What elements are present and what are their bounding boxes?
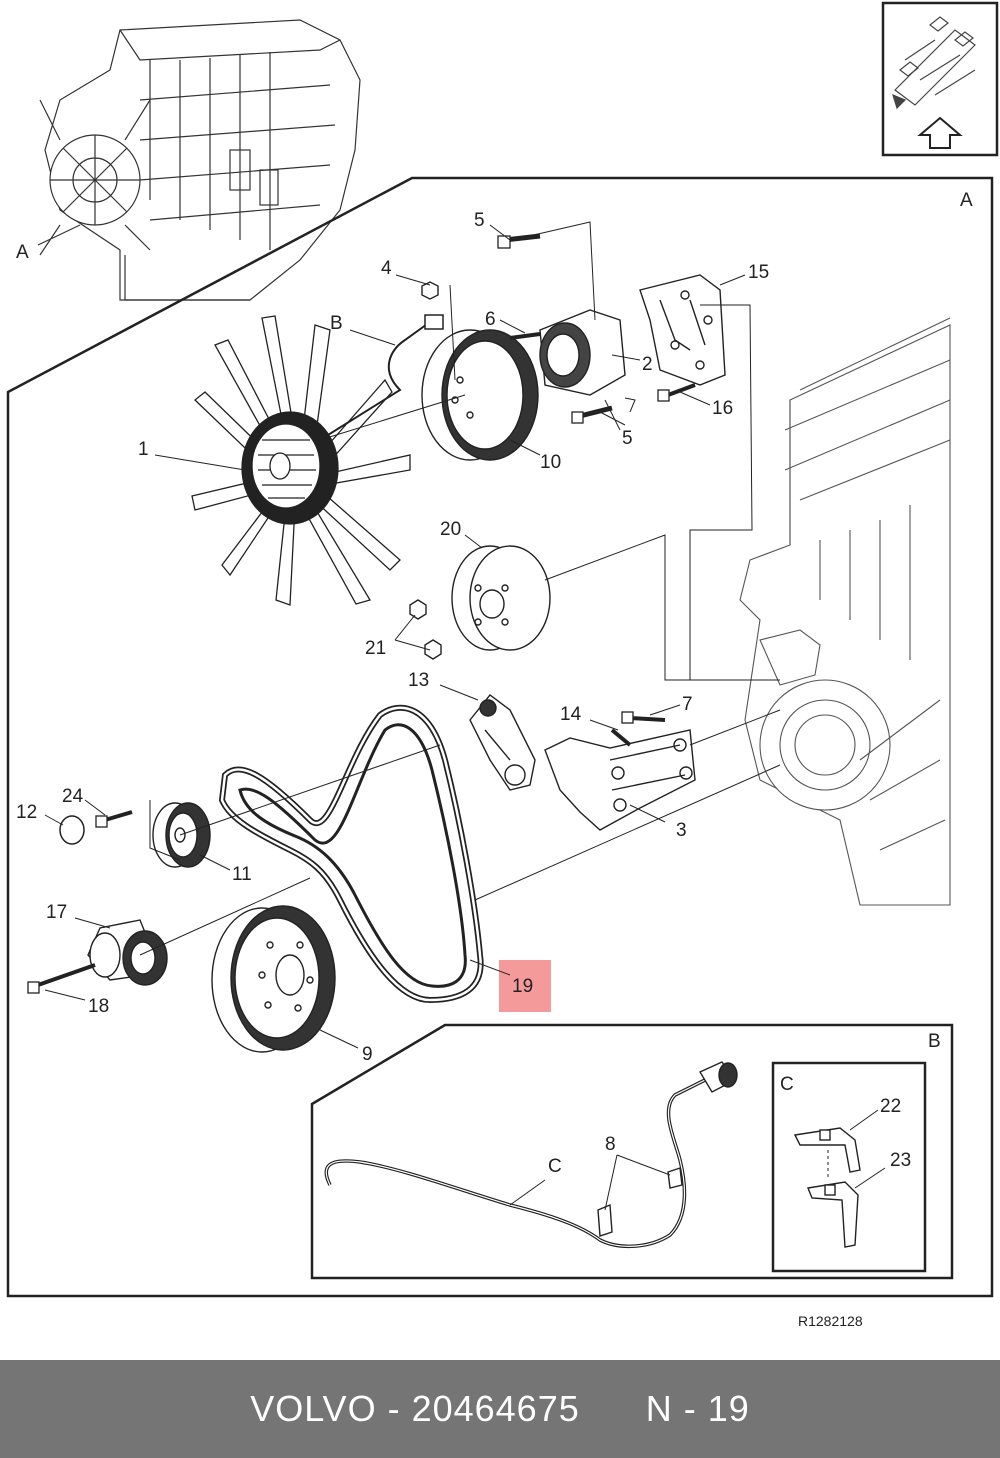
- callout-belt-highlight: [499, 960, 551, 1012]
- callout-bracket-3: 3: [676, 820, 687, 841]
- inset-c-label: C: [780, 1074, 794, 1095]
- callout-bolt-5-bottom: 5: [622, 428, 633, 449]
- engine-overview-drawing: [37, 19, 361, 301]
- callout-fan: 1: [138, 439, 149, 460]
- callout-bolt-18: 18: [88, 996, 109, 1017]
- footer-spacer: [580, 1388, 646, 1430]
- crankshaft-pulley: [211, 905, 336, 1053]
- poly-v-belt: [218, 704, 484, 1004]
- dust-cap-12: [59, 815, 85, 845]
- parts-diagram: A A: [6, 1, 999, 1329]
- fan-bracket-15: [639, 274, 726, 386]
- callout-cap-12: 12: [16, 802, 37, 823]
- callout-bolt-24: 24: [62, 786, 84, 807]
- main-view-frame: [6, 176, 994, 1298]
- bolt-6: [509, 332, 541, 340]
- callout-bracket-15: 15: [748, 262, 769, 283]
- mounting-clip-23: [807, 1181, 859, 1248]
- bolt-5-bottom: [579, 405, 613, 419]
- water-pump-pulley: [451, 545, 551, 651]
- flange-bolt-21b: [424, 639, 442, 660]
- callout-bracket-2: 2: [642, 354, 653, 375]
- fan-speed-sensor-harness: [319, 321, 431, 441]
- callout-clip-22: 22: [880, 1096, 901, 1117]
- bolt-14: [610, 728, 632, 747]
- idler-pulley-11: [152, 802, 211, 868]
- part-number: 20464675: [411, 1388, 580, 1429]
- callout-belt: 19: [512, 976, 533, 997]
- callout-tensioner-17: 17: [46, 902, 67, 923]
- callout-crank-pulley: 9: [362, 1044, 373, 1065]
- inset-b-label: B: [928, 1031, 941, 1052]
- flange-bolt-21a: [409, 599, 427, 620]
- engine-block-drawing: [739, 317, 951, 906]
- diagram-position: N - 19: [645, 1388, 750, 1429]
- callout-sensor-8: 8: [605, 1134, 616, 1155]
- callout-tensioner-13: 13: [408, 670, 429, 691]
- brand-name: VOLVO: [250, 1388, 377, 1429]
- belt-tensioner-13: [469, 694, 536, 791]
- callout-bolt-5-top: 5: [474, 210, 485, 231]
- callout-bolt-7: 7: [682, 694, 693, 715]
- tensioner-17: [87, 919, 168, 986]
- bolt-7: [629, 716, 666, 722]
- up-arrow-icon: [917, 116, 963, 149]
- footer-separator: -: [376, 1388, 412, 1429]
- callout-idler-11: 11: [232, 864, 252, 885]
- harness-connector-icon: [424, 314, 444, 330]
- callout-fan-pulley: 10: [540, 452, 561, 473]
- callout-bolt-16: 16: [712, 398, 733, 419]
- part-info-footer: VOLVO - 20464675 N - 19: [0, 1360, 1000, 1458]
- callout-bolts-21: 21: [365, 638, 386, 659]
- belt-routing-icon: [892, 16, 976, 110]
- bolt-5-top: [504, 233, 541, 243]
- sensor-connector-icon: [698, 1061, 738, 1093]
- fan-drive-pulley: [421, 329, 539, 461]
- callout-cable-c: C: [548, 1156, 562, 1177]
- fan-hub-bearing: [539, 309, 626, 396]
- overview-view-label: A: [16, 242, 29, 263]
- callout-nut-4: 4: [381, 258, 392, 279]
- main-view-label: A: [960, 190, 973, 211]
- bolt-16: [667, 383, 696, 397]
- callout-bolt-6: 6: [485, 309, 496, 330]
- view-direction-indicator: [881, 1, 999, 157]
- bolt-24: [104, 810, 133, 822]
- bolt-18: [37, 963, 96, 987]
- flange-nut-4: [421, 281, 439, 300]
- callout-clip-23: 23: [890, 1150, 911, 1171]
- tensioner-bracket-3: [544, 729, 696, 831]
- mounting-clip-22: [793, 1127, 861, 1173]
- callout-harness-b: B: [330, 313, 343, 334]
- callout-pump-pulley: 20: [440, 519, 461, 540]
- callout-bolt-14: 14: [560, 704, 582, 725]
- cooling-fan: [191, 315, 411, 606]
- drawing-reference-code: R1282128: [798, 1313, 863, 1329]
